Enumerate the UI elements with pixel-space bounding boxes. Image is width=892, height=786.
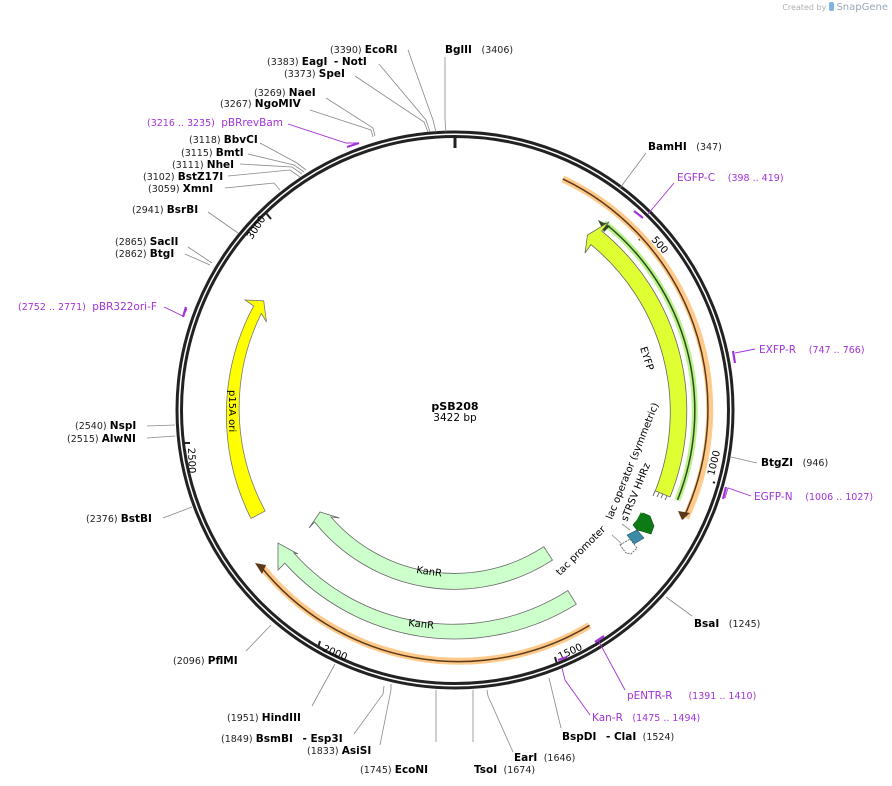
small-feature-leaders xyxy=(611,523,631,545)
feature-kanr-outer[interactable]: KanR xyxy=(277,542,577,640)
enzyme-ngomiv[interactable]: (3267) NgoMIV xyxy=(220,98,301,110)
feature-tac-promoter[interactable] xyxy=(619,538,638,555)
plasmid-name: pSB208 xyxy=(431,400,479,413)
snapgene-credit: Created by SnapGene xyxy=(782,2,888,13)
enzyme-nspi[interactable]: (2540) NspI xyxy=(75,420,137,432)
enzyme-econi[interactable]: (1745) EcoNI xyxy=(360,764,429,776)
credit-prefix: Created by xyxy=(782,3,827,12)
primer-exfp-r[interactable]: EXFP-R (747 .. 766) xyxy=(759,344,865,356)
enzyme-eagi-noti[interactable]: (3383) EagI - NotI xyxy=(267,56,367,68)
eyfp-hatch xyxy=(652,490,668,501)
enzyme-btgi[interactable]: (2862) BtgI xyxy=(115,248,175,260)
plasmid-length: 3422 bp xyxy=(433,412,477,424)
svg-text:2500: 2500 xyxy=(185,448,197,474)
feature-kanr-inner[interactable]: KanR xyxy=(308,511,554,590)
credit-brand: SnapGene xyxy=(836,2,888,13)
enzyme-ecori[interactable]: (3390) EcoRI xyxy=(330,44,398,56)
enzyme-btgzi[interactable]: BtgZI (946) xyxy=(761,457,829,469)
enzyme-bspdi-clai[interactable]: BspDI - ClaI (1524) xyxy=(562,731,675,743)
eyfp-label: EYFP xyxy=(637,346,655,372)
enzyme-sacii[interactable]: (2865) SacII xyxy=(115,236,179,248)
enzyme-hindiii[interactable]: (1951) HindIII xyxy=(227,712,301,724)
small-feature-labels: lac operator (symmetric) sTRSV HHRz tac … xyxy=(554,401,661,578)
svg-text:3000: 3000 xyxy=(245,214,268,241)
kanr-outer-label: KanR xyxy=(408,618,435,632)
primer-pentr-r[interactable]: pENTR-R (1391 .. 1410) xyxy=(627,690,757,702)
enzyme-pflmi[interactable]: (2096) PflMI xyxy=(173,655,238,667)
enzyme-bsai[interactable]: BsaI (1245) xyxy=(694,618,761,630)
tac-promoter-label: tac promoter xyxy=(554,524,608,578)
snapgene-logo-icon xyxy=(828,2,834,11)
enzyme-spei[interactable]: (3373) SpeI xyxy=(284,68,345,80)
enzyme-bglii[interactable]: BglII (3406) xyxy=(445,44,514,56)
enzyme-tsoi[interactable]: TsoI (1674) xyxy=(474,764,536,776)
orf-arrow-eyfp[interactable] xyxy=(561,175,714,520)
primer-kan-r[interactable]: Kan-R (1475 .. 1494) xyxy=(592,712,701,724)
primer-egfp-c[interactable]: EGFP-C (398 .. 419) xyxy=(677,172,784,184)
enzyme-bstz17i[interactable]: (3102) BstZ17I xyxy=(143,171,224,183)
enzyme-bbvci[interactable]: (3118) BbvCI xyxy=(189,134,258,146)
enzyme-leaders xyxy=(146,49,758,753)
primer-egfp-n[interactable]: EGFP-N (1006 .. 1027) xyxy=(754,491,874,503)
enzyme-bmti[interactable]: (3115) BmtI xyxy=(181,147,244,159)
enzyme-bsmbi-esp3i[interactable]: (1849) BsmBI - Esp3I xyxy=(221,733,343,745)
primer-pbr322ori-f[interactable]: (2752 .. 2771) pBR322ori-F xyxy=(18,301,157,313)
enzyme-nhei[interactable]: (3111) NheI xyxy=(172,159,235,171)
orf-arrow-kanr[interactable] xyxy=(255,563,592,665)
enzyme-asisi[interactable]: (1833) AsiSI xyxy=(307,745,372,757)
enzyme-xmni[interactable]: (3059) XmnI xyxy=(148,183,214,195)
enzyme-eari[interactable]: EarI (1646) xyxy=(514,752,576,764)
enzyme-bamhi[interactable]: BamHI (347) xyxy=(648,141,722,153)
feature-lac-operator[interactable] xyxy=(626,529,645,545)
enzyme-alwni[interactable]: (2515) AlwNI xyxy=(67,433,136,445)
kanr-inner-label: KanR xyxy=(416,565,443,579)
feature-p15a-ori[interactable]: p15A ori xyxy=(225,299,267,520)
p15a-ori-label: p15A ori xyxy=(226,390,237,432)
primer-leaders xyxy=(163,123,756,716)
primer-pbrrevbam[interactable]: (3216 .. 3235) pBRrevBam xyxy=(147,117,284,129)
feature-strsv-hhrz[interactable] xyxy=(632,512,655,535)
enzyme-bstbi[interactable]: (2376) BstBI xyxy=(86,513,152,525)
enzyme-naei[interactable]: (3269) NaeI xyxy=(254,87,316,99)
enzyme-bsrbi[interactable]: (2941) BsrBI xyxy=(132,204,199,216)
